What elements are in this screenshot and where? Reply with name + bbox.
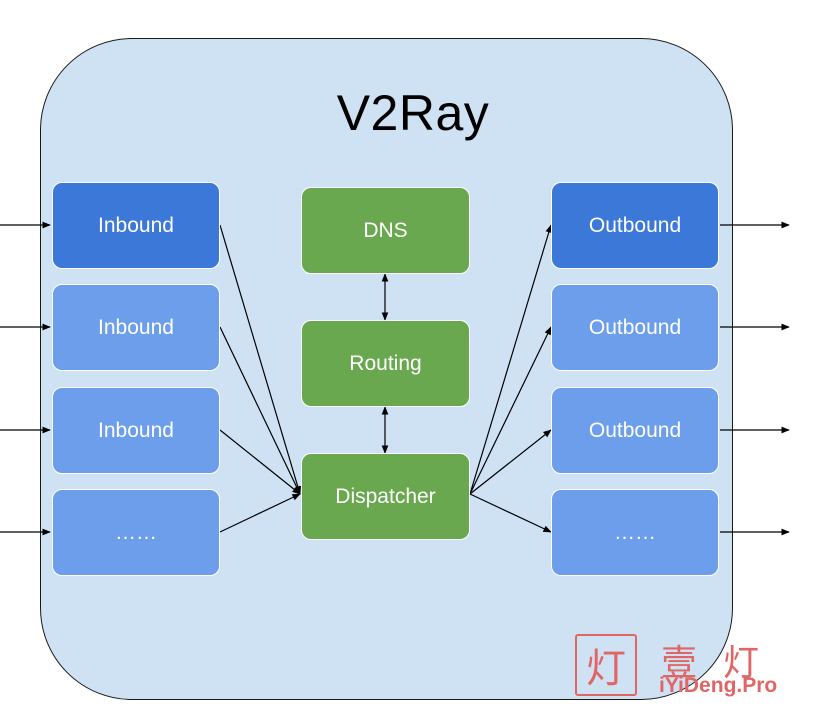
watermark-url: iYiDeng.Pro <box>659 674 778 697</box>
dispatcher-node: Dispatcher <box>301 453 470 540</box>
inbound-node: Inbound <box>52 387 220 474</box>
outbound-node: Outbound <box>551 387 719 474</box>
watermark-chinese-text: 壹灯 <box>661 643 786 684</box>
outbound-node: Outbound <box>551 182 719 269</box>
inbound-node: Inbound <box>52 284 220 371</box>
dns-node: DNS <box>301 187 470 274</box>
diagram-title: V2Ray <box>336 85 490 141</box>
watermark: 灯 壹灯 iYiDeng.Pro <box>575 634 815 700</box>
outbound-more-node: …… <box>551 489 719 576</box>
routing-node: Routing <box>301 320 470 407</box>
outbound-node: Outbound <box>551 284 719 371</box>
inbound-node: Inbound <box>52 182 220 269</box>
inbound-more-node: …… <box>52 489 220 576</box>
watermark-logo-icon: 灯 <box>575 634 637 696</box>
